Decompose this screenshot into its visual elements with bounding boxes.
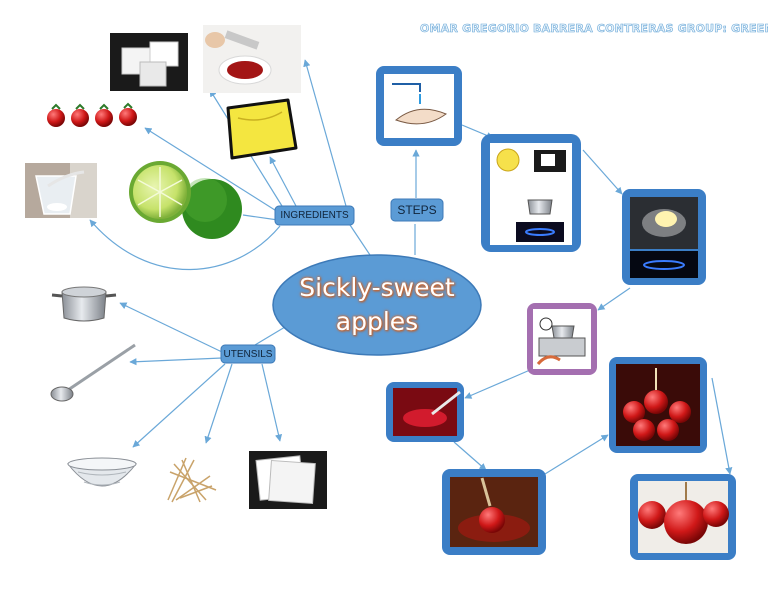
- connector-step2-step3: [583, 150, 622, 194]
- central-topic[interactable]: Sickly-sweet apples: [272, 254, 482, 356]
- red-cherries-image: [47, 104, 137, 127]
- sugar-cubes-image: [110, 33, 188, 91]
- connector-step5-step6: [454, 442, 486, 470]
- connector-utensils-pot: [120, 303, 222, 352]
- ingredients-node[interactable]: INGREDIENTS: [275, 206, 354, 225]
- connector-step3-step4: [598, 288, 630, 310]
- connector-ingredients-water: [90, 220, 280, 270]
- connector-utensils-paper: [262, 364, 280, 441]
- connector-step7-step8: [712, 378, 730, 474]
- steps-node[interactable]: STEPS: [391, 199, 443, 221]
- wooden-sticks-image: [168, 458, 216, 502]
- step-melt-on-burner-frame: [622, 189, 706, 285]
- step-candied-apples-tray-frame: [609, 357, 707, 453]
- step-wash-hands-frame: [376, 66, 462, 146]
- limes-image: [129, 161, 242, 239]
- cooking-pot-image: [52, 287, 116, 321]
- connector-step6-step7: [545, 435, 608, 474]
- step-finished-apples-frame: [630, 474, 736, 560]
- central-topic-line1: Sickly-sweet: [299, 271, 454, 305]
- red-food-coloring-image: [203, 25, 301, 93]
- step-dip-spoon-frame: [386, 382, 464, 442]
- connector-utensils-bowl: [133, 364, 225, 447]
- glass-of-water-image: [25, 163, 97, 218]
- ladle-image: [51, 345, 135, 401]
- author-group-heading: OMAR GREGORIO BARRERA CONTRERAS GROUP: G…: [420, 22, 765, 35]
- connector-ingredients-coloring: [305, 60, 346, 206]
- wax-paper-image: [249, 451, 327, 509]
- connector-utensils-ladle: [130, 358, 222, 362]
- glass-bowl-image: [68, 458, 136, 486]
- central-topic-line2: apples: [336, 305, 418, 339]
- connector-step4-step5: [465, 370, 530, 398]
- step-turn-off-stove-frame: [527, 303, 597, 375]
- butter-stick-image: [228, 100, 296, 158]
- step-gather-ingredients-frame: [481, 134, 581, 252]
- connector-ingredients-butter: [270, 157, 296, 206]
- step-dip-apple-frame: [442, 469, 546, 555]
- utensils-node[interactable]: UTENSILS: [221, 345, 275, 363]
- connector-utensils-sticks: [206, 364, 232, 443]
- connector-ingredients-limes: [243, 215, 278, 220]
